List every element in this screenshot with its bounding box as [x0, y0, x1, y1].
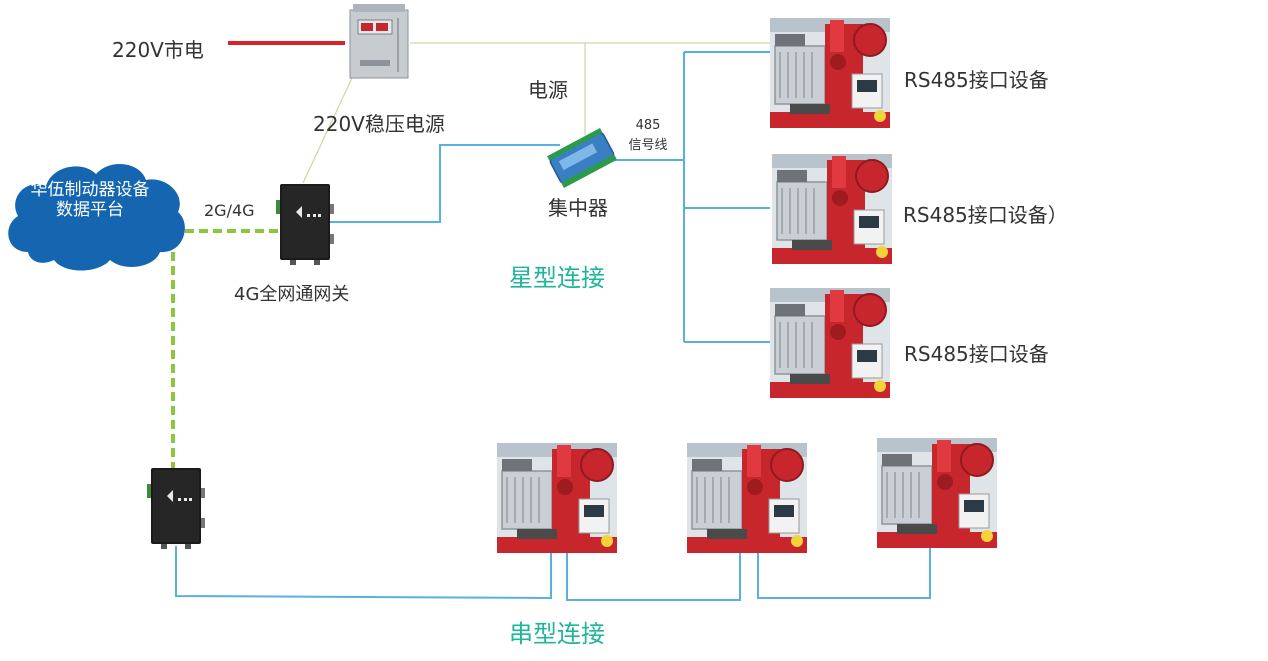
gateway-router-icon-4g: [276, 184, 334, 265]
gateway-label: 4G全网通网关: [234, 284, 350, 305]
mains-label: 220V市电: [112, 38, 204, 62]
gateway-router-icon-serial: [147, 468, 205, 549]
serial-topology-label: 串型连接: [509, 620, 605, 648]
rs485-hub-icon: [547, 128, 617, 188]
brake-device-photo-star-3: [769, 287, 891, 399]
rs485-line-gateway-hub: [328, 144, 560, 223]
power-line-to-gateway: [302, 77, 353, 184]
cloud-icon: [8, 163, 185, 271]
wireless-link-gateway: [171, 229, 278, 468]
device-3-label: RS485接口设备: [904, 342, 1049, 366]
signal-line-label-bottom: 信号线: [628, 138, 668, 153]
voltage-regulator-icon: [349, 4, 409, 79]
brake-device-photo-star-2: [771, 153, 893, 265]
device-2-label: RS485接口设备）: [903, 203, 1068, 227]
star-topology-label: 星型连接: [509, 264, 605, 292]
device-1-label: RS485接口设备: [904, 68, 1049, 92]
rs485-serial-line-3: [757, 548, 931, 599]
signal-line-label: 485 信号线: [626, 116, 670, 156]
wireless-label: 2G/4G: [204, 201, 255, 220]
brake-device-photo-serial-3: [876, 437, 998, 549]
rs485-serial-line-2: [566, 553, 741, 601]
rs485-serial-line-1: [175, 546, 552, 600]
signal-line-label-top: 485: [635, 118, 661, 133]
hub-label: 集中器: [548, 196, 608, 220]
brake-device-photo-star-1: [769, 17, 891, 129]
brake-device-photo-serial-2: [686, 442, 808, 554]
regulator-label: 220V稳压电源: [313, 112, 445, 136]
brake-device-photo-serial-1: [496, 442, 618, 554]
platform-label: 华伍制动器设备数据平台: [30, 180, 150, 220]
power-label: 电源: [528, 78, 568, 102]
